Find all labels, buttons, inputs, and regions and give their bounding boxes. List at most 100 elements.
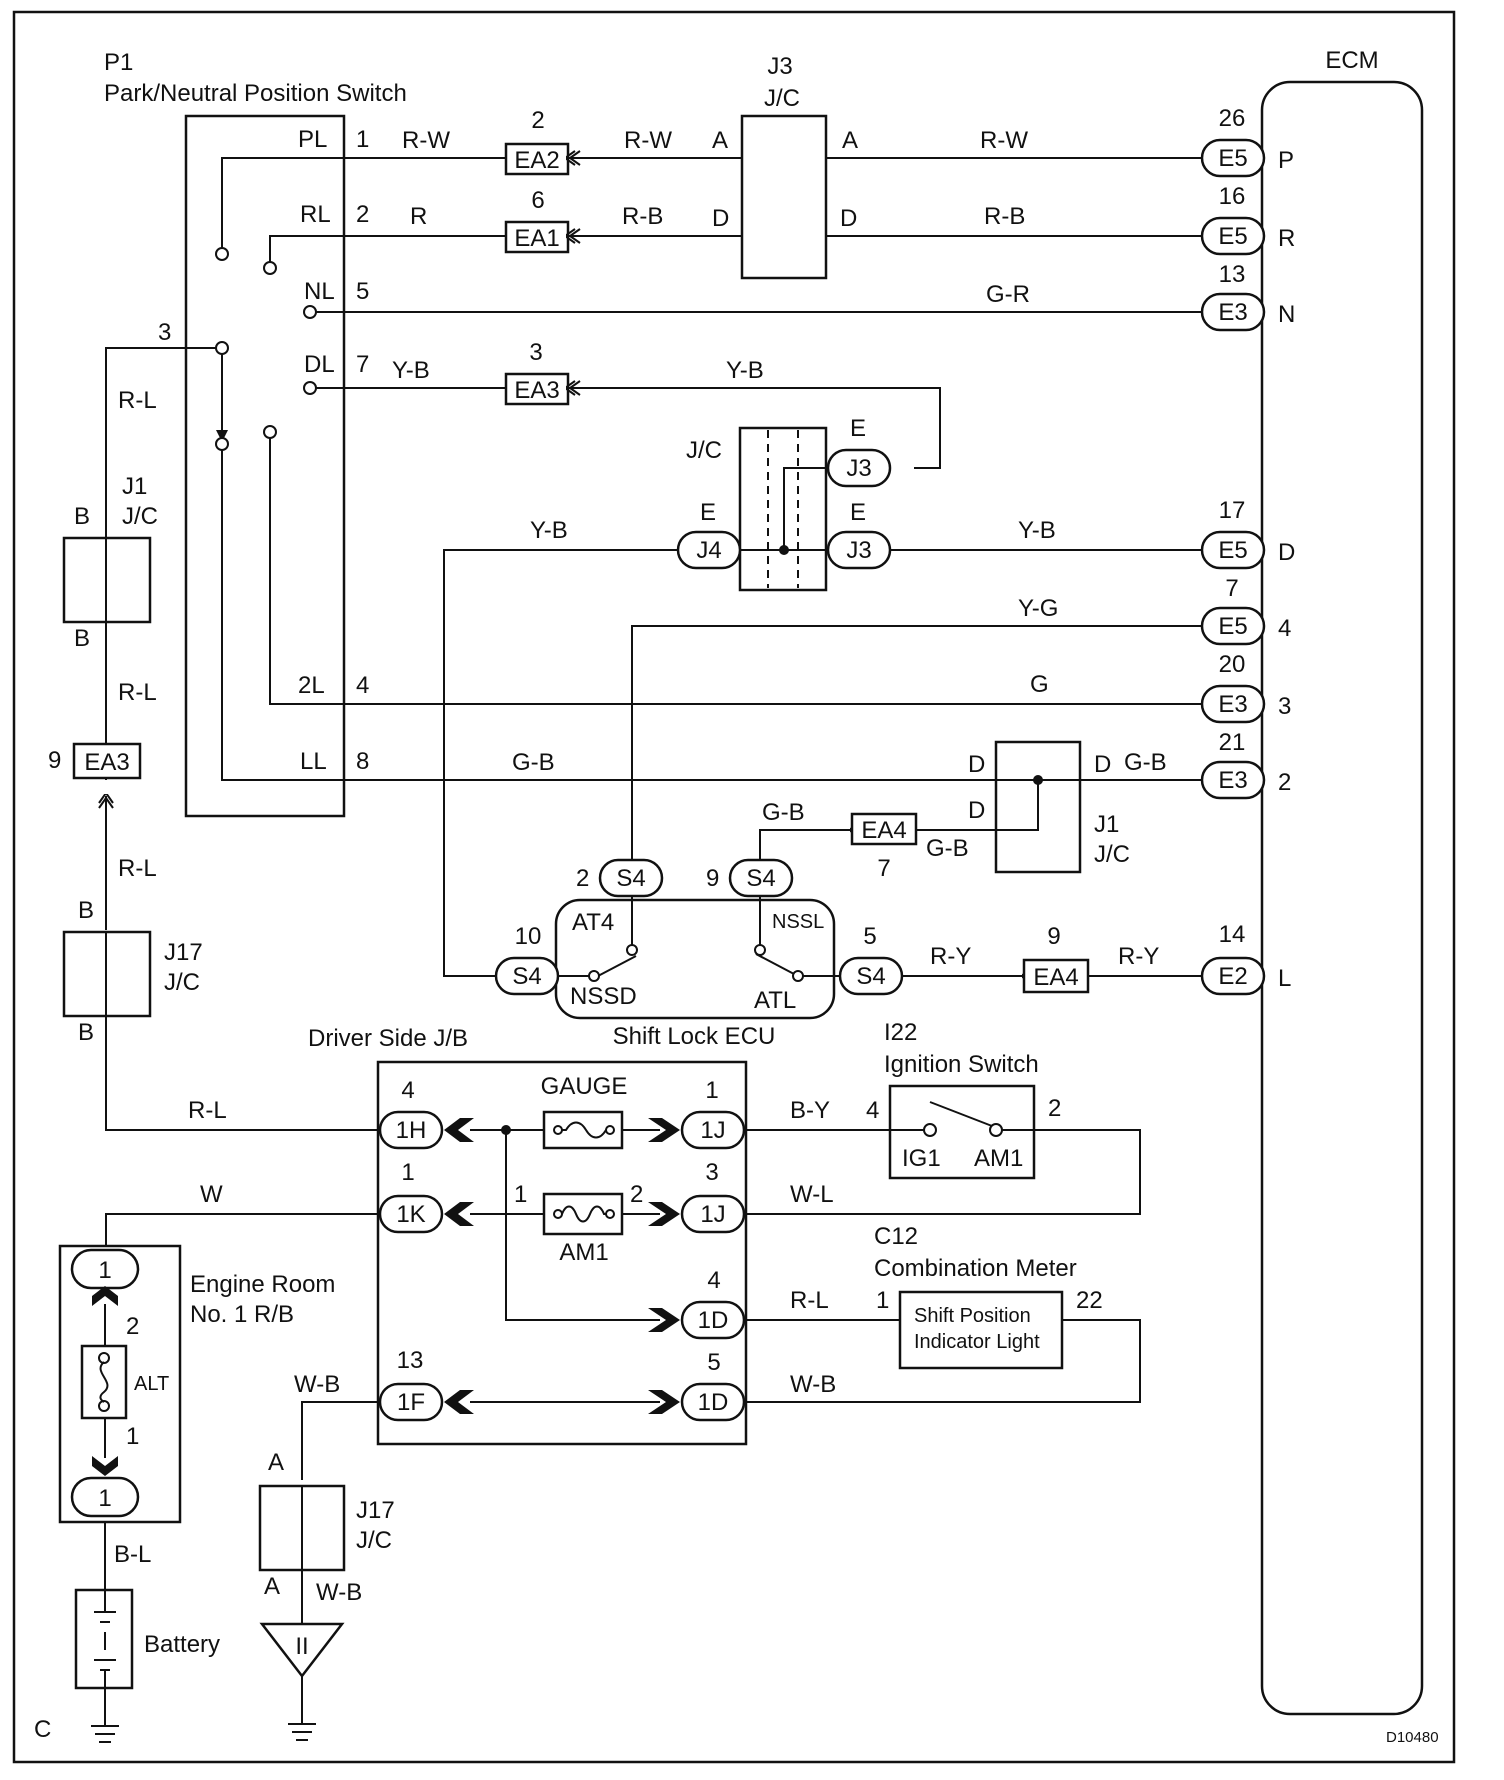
- ecm-terminal-l: 14 E2 L: [1200, 921, 1291, 996]
- pn-pin-1: 1: [356, 126, 369, 153]
- svg-text:14: 14: [1219, 921, 1246, 948]
- svg-text:E3: E3: [1218, 691, 1247, 718]
- jc-mid-title: J/C: [686, 437, 722, 464]
- s4-pin-5: 5: [863, 923, 876, 950]
- ecu-label-at4: AT4: [572, 909, 614, 936]
- fuse-am1-pin-1: 1: [514, 1181, 527, 1208]
- wire-dl-left: Y-B: [392, 357, 430, 384]
- wire-yg: Y-G: [1018, 595, 1058, 622]
- j3-left-a: A: [712, 127, 728, 154]
- engine-room-rb-title-2: No. 1 R/B: [190, 1301, 294, 1328]
- jc-j17-left-title: J/C: [164, 969, 200, 996]
- wire-d-ecm: Y-B: [1018, 517, 1056, 544]
- connector-ea3-top-label: EA3: [514, 377, 559, 404]
- ignition-switch-body: [888, 1084, 1036, 1180]
- wire-wb-meter: W-B: [790, 1371, 836, 1398]
- jc-j1-right-title: J/C: [1094, 841, 1130, 868]
- connector-ea4-b-label: EA4: [1033, 964, 1078, 991]
- wire-ll: G-B: [512, 749, 555, 776]
- jc-j17-bottom-title: J/C: [356, 1527, 392, 1554]
- svg-text:20: 20: [1219, 651, 1246, 678]
- jb-pin-1k: 1: [401, 1159, 414, 1186]
- jc-j1-left-code: J1: [122, 473, 147, 500]
- corner-label: C: [34, 1716, 51, 1743]
- diagram-frame: [12, 10, 1456, 1764]
- svg-text:E5: E5: [1218, 613, 1247, 640]
- rb-connector-bottom-label: 1: [98, 1485, 111, 1512]
- ground-icon-battery: [91, 1725, 119, 1743]
- pn-term-2l: 2L: [298, 672, 325, 699]
- ign-contact-am1: AM1: [974, 1145, 1023, 1172]
- ecm-terminal-2: 21 E3 2: [1200, 729, 1291, 800]
- ignition-switch-code: I22: [884, 1019, 917, 1046]
- svg-text:E3: E3: [1218, 767, 1247, 794]
- jb-pin-1h: 4: [401, 1077, 414, 1104]
- ecu-label-nssd: NSSD: [570, 983, 637, 1010]
- pn-pin-2: 2: [356, 201, 369, 228]
- wire-pl-mid: R-W: [624, 127, 672, 154]
- jc-j3-code: J3: [767, 53, 792, 80]
- connector-1k-label: 1K: [396, 1201, 425, 1228]
- wire-dl-mid: Y-B: [726, 357, 764, 384]
- pn-term-dl: DL: [304, 351, 335, 378]
- svg-text:2: 2: [1278, 769, 1291, 796]
- ecu-label-atl: ATL: [754, 987, 796, 1014]
- wire-wl: W-L: [790, 1181, 834, 1208]
- s4-pin-9: 9: [706, 865, 719, 892]
- ecm-terminal-3: 20 E3 3: [1200, 651, 1291, 724]
- connector-ea3-left-label: EA3: [84, 749, 129, 776]
- jc-mid-pin-e2: E: [850, 499, 866, 526]
- connector-1d-b-label: 1D: [698, 1389, 729, 1416]
- wire-ll-ecm: G-B: [1124, 749, 1167, 776]
- diagram-id: D10480: [1386, 1729, 1439, 1746]
- jc-mid-pin-e3: E: [700, 499, 716, 526]
- wire-rl-to-jb: R-L: [188, 1097, 227, 1124]
- jc-j17-left-bottom: B: [78, 1019, 94, 1046]
- ecm-terminal-n: 13 E3 N: [1200, 261, 1295, 332]
- combo-meter-pin-1: 1: [876, 1287, 889, 1314]
- pn-switch-body: [184, 114, 346, 818]
- jc-j1-right-body: [994, 740, 1082, 874]
- pn-pin-3: 3: [158, 319, 171, 346]
- connector-1j-a-label: 1J: [700, 1117, 725, 1144]
- ign-contact-ig1: IG1: [902, 1145, 941, 1172]
- jc-j3-body: [740, 114, 828, 280]
- pn-pin-5: 5: [356, 278, 369, 305]
- jc-j1-right-pin-d1: D: [968, 751, 985, 778]
- svg-text:E3: E3: [1218, 299, 1247, 326]
- battery-title: Battery: [144, 1631, 220, 1658]
- combo-meter-lamp-line1: Shift Position: [914, 1305, 1031, 1327]
- connector-1h-label: 1H: [396, 1117, 427, 1144]
- pn-term-rl: RL: [300, 201, 331, 228]
- ecm-title: ECM: [1325, 47, 1378, 74]
- svg-text:E5: E5: [1218, 537, 1247, 564]
- svg-text:R: R: [1278, 225, 1295, 252]
- pn-term-ll: LL: [300, 748, 327, 775]
- svg-text:21: 21: [1219, 729, 1246, 756]
- combo-meter-lamp-box: [898, 1290, 1064, 1370]
- wire-2l: G: [1030, 671, 1049, 698]
- s4-pin-2: 2: [576, 865, 589, 892]
- connector-s4-10-label: S4: [512, 963, 541, 990]
- connector-ea3-left: [72, 742, 142, 780]
- svg-text:N: N: [1278, 301, 1295, 328]
- wire-r-ecm: R-B: [984, 203, 1025, 230]
- ea2-pin: 2: [531, 107, 544, 134]
- ign-pin-2: 2: [1048, 1095, 1061, 1122]
- connector-s4-2-label: S4: [616, 865, 645, 892]
- wire-gb-ea4: G-B: [762, 799, 805, 826]
- svg-text:4: 4: [1278, 615, 1291, 642]
- jc-j17-bottom-top: A: [268, 1449, 284, 1476]
- rb-pin-1: 1: [126, 1423, 139, 1450]
- svg-text:7: 7: [1225, 575, 1238, 602]
- pn-switch-code: P1: [104, 49, 133, 76]
- s4-pin-10: 10: [515, 923, 542, 950]
- wire-wb-1f: W-B: [294, 1371, 340, 1398]
- wire-rl-left: R: [410, 203, 427, 230]
- pn-pin-4: 4: [356, 672, 369, 699]
- pn-term-pl: PL: [298, 126, 327, 153]
- combo-meter-title: Combination Meter: [874, 1255, 1077, 1282]
- fuse-alt-label: ALT: [134, 1373, 169, 1395]
- wire-ry-right: R-Y: [1118, 943, 1159, 970]
